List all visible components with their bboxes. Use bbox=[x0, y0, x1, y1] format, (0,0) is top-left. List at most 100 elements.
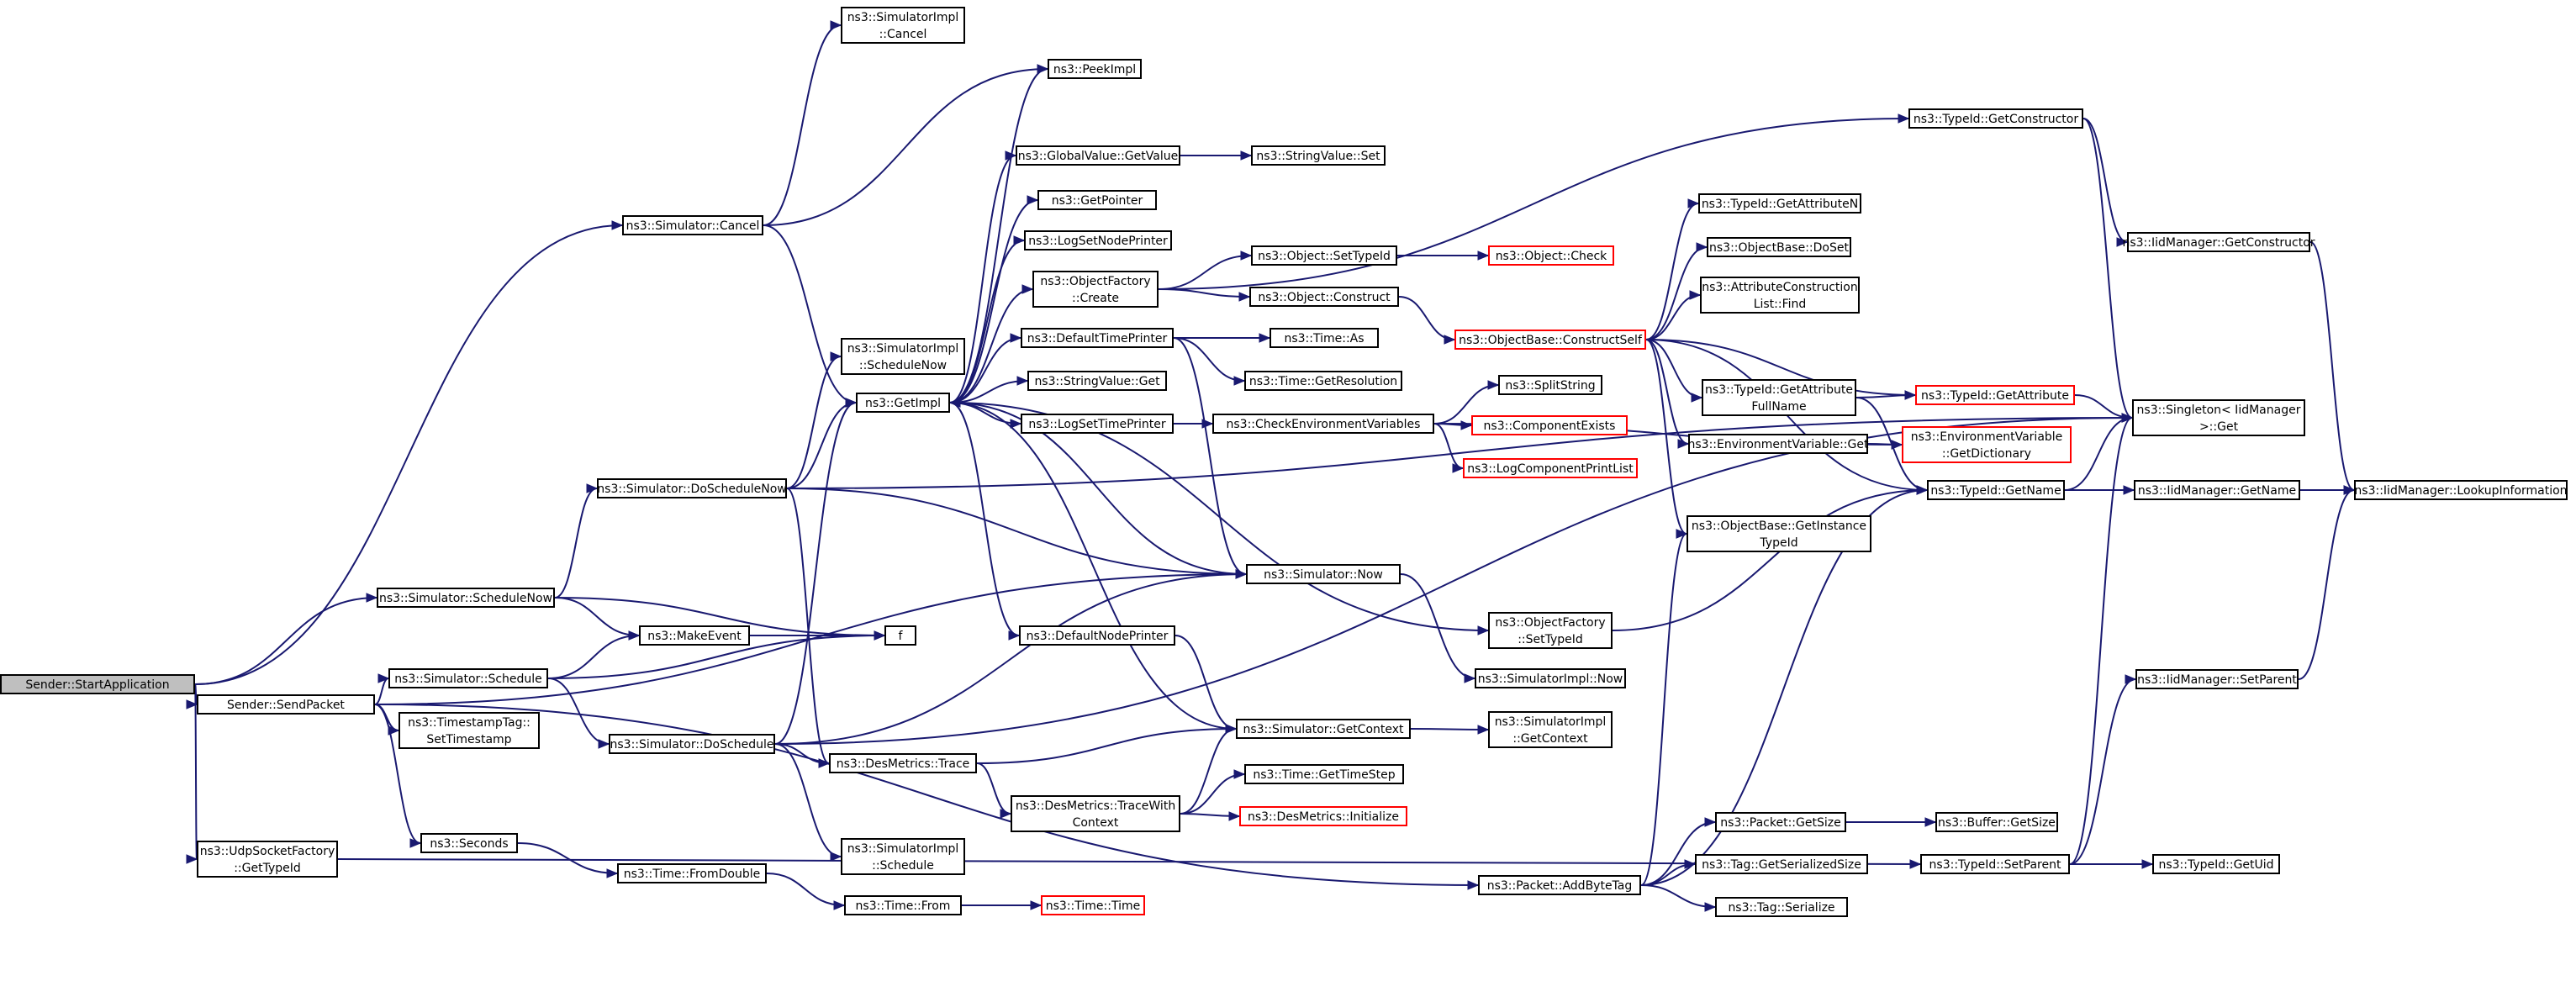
arrowhead bbox=[366, 593, 378, 603]
node-singleton[interactable]: ns3::Singleton< IidManager >::Get bbox=[2132, 399, 2305, 436]
node-desminit[interactable]: ns3::DesMetrics::Initialize bbox=[1239, 806, 1407, 826]
node-strvalset[interactable]: ns3::StringValue::Set bbox=[1251, 145, 1386, 166]
arrowhead bbox=[948, 398, 961, 408]
node-box bbox=[1246, 564, 1401, 584]
node-simimplsched[interactable]: ns3::SimulatorImpl::Schedule bbox=[841, 838, 965, 875]
node-timegetstep[interactable]: ns3::Time::GetTimeStep bbox=[1244, 764, 1404, 784]
node-gvgetvalue[interactable]: ns3::GlobalValue::GetValue bbox=[1016, 145, 1180, 166]
node-box bbox=[1702, 379, 1856, 416]
node-simimplgetctx[interactable]: ns3::SimulatorImpl::GetContext bbox=[1488, 711, 1613, 748]
node-getimpl[interactable]: ns3::GetImpl bbox=[856, 393, 950, 413]
node-simimplcancel[interactable]: ns3::SimulatorImpl::Cancel bbox=[841, 7, 965, 44]
node-logcompprint[interactable]: ns3::LogComponentPrintList bbox=[1463, 458, 1638, 478]
node-peekimpl[interactable]: ns3::PeekImpl bbox=[1048, 59, 1142, 79]
node-objconstruct[interactable]: ns3::Object::Construct bbox=[1249, 287, 1399, 307]
node-schednow[interactable]: ns3::Simulator::ScheduleNow bbox=[377, 588, 555, 608]
node-label: >::Get bbox=[2199, 420, 2239, 434]
node-box bbox=[1498, 375, 1602, 395]
node-iidgetname[interactable]: ns3::IidManager::GetName bbox=[2134, 480, 2300, 500]
node-simimplnow[interactable]: ns3::SimulatorImpl::Now bbox=[1475, 668, 1626, 688]
node-fromdouble[interactable]: ns3::Time::FromDouble bbox=[617, 863, 767, 883]
node-tidgetattr[interactable]: ns3::TypeId::GetAttribute bbox=[1915, 385, 2075, 405]
arrowhead bbox=[1027, 195, 1039, 205]
node-sendpacket[interactable]: Sender::SendPacket bbox=[197, 694, 375, 715]
node-desmtrace[interactable]: ns3::DesMetrics::Trace bbox=[829, 753, 977, 773]
node-simnow[interactable]: ns3::Simulator::Now bbox=[1246, 564, 1401, 584]
node-f[interactable]: f bbox=[884, 625, 916, 646]
call-edge bbox=[2082, 118, 2128, 243]
node-simimplschednow[interactable]: ns3::SimulatorImpl::ScheduleNow bbox=[841, 338, 965, 375]
node-box bbox=[1700, 277, 1860, 314]
node-tidgetconstr[interactable]: ns3::TypeId::GetConstructor bbox=[1908, 108, 2083, 129]
arrowhead bbox=[1233, 376, 1246, 386]
node-getpointer[interactable]: ns3::GetPointer bbox=[1037, 190, 1157, 210]
node-objbasedoset[interactable]: ns3::ObjectBase::DoSet bbox=[1707, 237, 1851, 257]
arrowhead bbox=[1487, 380, 1500, 390]
call-edge bbox=[194, 597, 377, 685]
node-tidgetuid[interactable]: ns3::TypeId::GetUid bbox=[2152, 854, 2280, 874]
node-makeevent[interactable]: ns3::MakeEvent bbox=[639, 625, 750, 646]
arrowhead bbox=[1228, 811, 1241, 821]
node-taggetser[interactable]: ns3::Tag::GetSerializedSize bbox=[1695, 854, 1868, 874]
node-objcheck[interactable]: ns3::Object::Check bbox=[1488, 245, 1614, 266]
node-start[interactable]: Sender::StartApplication bbox=[0, 674, 195, 694]
arrowhead bbox=[1013, 235, 1026, 245]
node-iidlookup[interactable]: ns3::IidManager::LookupInformation bbox=[2354, 480, 2568, 500]
node-seconds[interactable]: ns3::Seconds bbox=[420, 833, 518, 853]
call-edge bbox=[554, 597, 640, 636]
node-tidgetname[interactable]: ns3::TypeId::GetName bbox=[1927, 480, 2065, 500]
node-dosched[interactable]: ns3::Simulator::DoSchedule bbox=[609, 734, 775, 754]
node-timeas[interactable]: ns3::Time::As bbox=[1270, 328, 1379, 348]
node-simcancel[interactable]: ns3::Simulator::Cancel bbox=[622, 215, 763, 235]
node-tidgetattrn[interactable]: ns3::TypeId::GetAttributeN bbox=[1698, 193, 1861, 214]
node-iidgetconstr[interactable]: ns3::IidManager::GetConstructor bbox=[2122, 232, 2315, 252]
node-label: ::SetTypeId bbox=[1518, 633, 1583, 646]
node-iidsetparent[interactable]: ns3::IidManager::SetParent bbox=[2135, 669, 2299, 689]
node-box bbox=[1488, 612, 1613, 649]
node-simgetctx[interactable]: ns3::Simulator::GetContext bbox=[1236, 719, 1411, 739]
node-label: ns3::TypeId::GetUid bbox=[2158, 858, 2273, 872]
node-label: ns3::ObjectBase::ConstructSelf bbox=[1459, 334, 1643, 347]
node-tagser[interactable]: ns3::Tag::Serialize bbox=[1715, 897, 1848, 917]
call-edge bbox=[554, 488, 598, 599]
node-buffergetsize[interactable]: ns3::Buffer::GetSize bbox=[1935, 812, 2058, 832]
node-label: ns3::StringValue::Set bbox=[1256, 150, 1380, 163]
node-box bbox=[1707, 237, 1851, 257]
node-box bbox=[1488, 245, 1614, 266]
node-doschednow[interactable]: ns3::Simulator::DoScheduleNow bbox=[597, 478, 787, 498]
node-packetgetsize[interactable]: ns3::Packet::GetSize bbox=[1715, 812, 1846, 832]
node-splitstring[interactable]: ns3::SplitString bbox=[1498, 375, 1602, 395]
node-timetime[interactable]: ns3::Time::Time bbox=[1041, 895, 1145, 915]
node-sched[interactable]: ns3::Simulator::Schedule bbox=[388, 668, 548, 688]
arrowhead bbox=[1924, 817, 1937, 827]
node-defaulttime[interactable]: ns3::DefaultTimePrinter bbox=[1021, 328, 1174, 348]
node-strvalget[interactable]: ns3::StringValue::Get bbox=[1027, 371, 1167, 391]
node-udpfactory[interactable]: ns3::UdpSocketFactory::GetTypeId bbox=[197, 841, 338, 878]
node-objsettypeid[interactable]: ns3::Object::SetTypeId bbox=[1251, 245, 1397, 266]
node-timefrom[interactable]: ns3::Time::From bbox=[844, 895, 962, 915]
call-edges bbox=[186, 20, 2356, 912]
node-tstag[interactable]: ns3::TimestampTag::SetTimestamp bbox=[399, 712, 540, 749]
node-checkenv[interactable]: ns3::CheckEnvironmentVariables bbox=[1212, 414, 1434, 434]
node-box bbox=[829, 753, 977, 773]
node-objfactsettypeid[interactable]: ns3::ObjectFactory::SetTypeId bbox=[1488, 612, 1613, 649]
node-objbaseconstruct[interactable]: ns3::ObjectBase::ConstructSelf bbox=[1454, 330, 1646, 350]
call-edge bbox=[763, 68, 1048, 226]
call-edge bbox=[1433, 423, 1464, 469]
call-edge bbox=[374, 704, 421, 844]
arrowhead bbox=[830, 351, 842, 361]
node-timegetres[interactable]: ns3::Time::GetResolution bbox=[1244, 371, 1402, 391]
node-defaultnode[interactable]: ns3::DefaultNodePrinter bbox=[1019, 625, 1175, 646]
node-envget[interactable]: ns3::EnvironmentVariable::Get bbox=[1688, 434, 1869, 454]
node-objfactcreate[interactable]: ns3::ObjectFactory::Create bbox=[1032, 271, 1159, 308]
node-logsetnode[interactable]: ns3::LogSetNodePrinter bbox=[1024, 230, 1172, 250]
node-tidsetparent[interactable]: ns3::TypeId::SetParent bbox=[1920, 854, 2070, 874]
node-envgetdict[interactable]: ns3::EnvironmentVariable::GetDictionary bbox=[1902, 426, 2072, 463]
node-packetaddbytetag[interactable]: ns3::Packet::AddByteTag bbox=[1478, 875, 1641, 895]
node-compexists[interactable]: ns3::ComponentExists bbox=[1471, 415, 1628, 435]
node-logsettime[interactable]: ns3::LogSetTimePrinter bbox=[1021, 414, 1174, 434]
